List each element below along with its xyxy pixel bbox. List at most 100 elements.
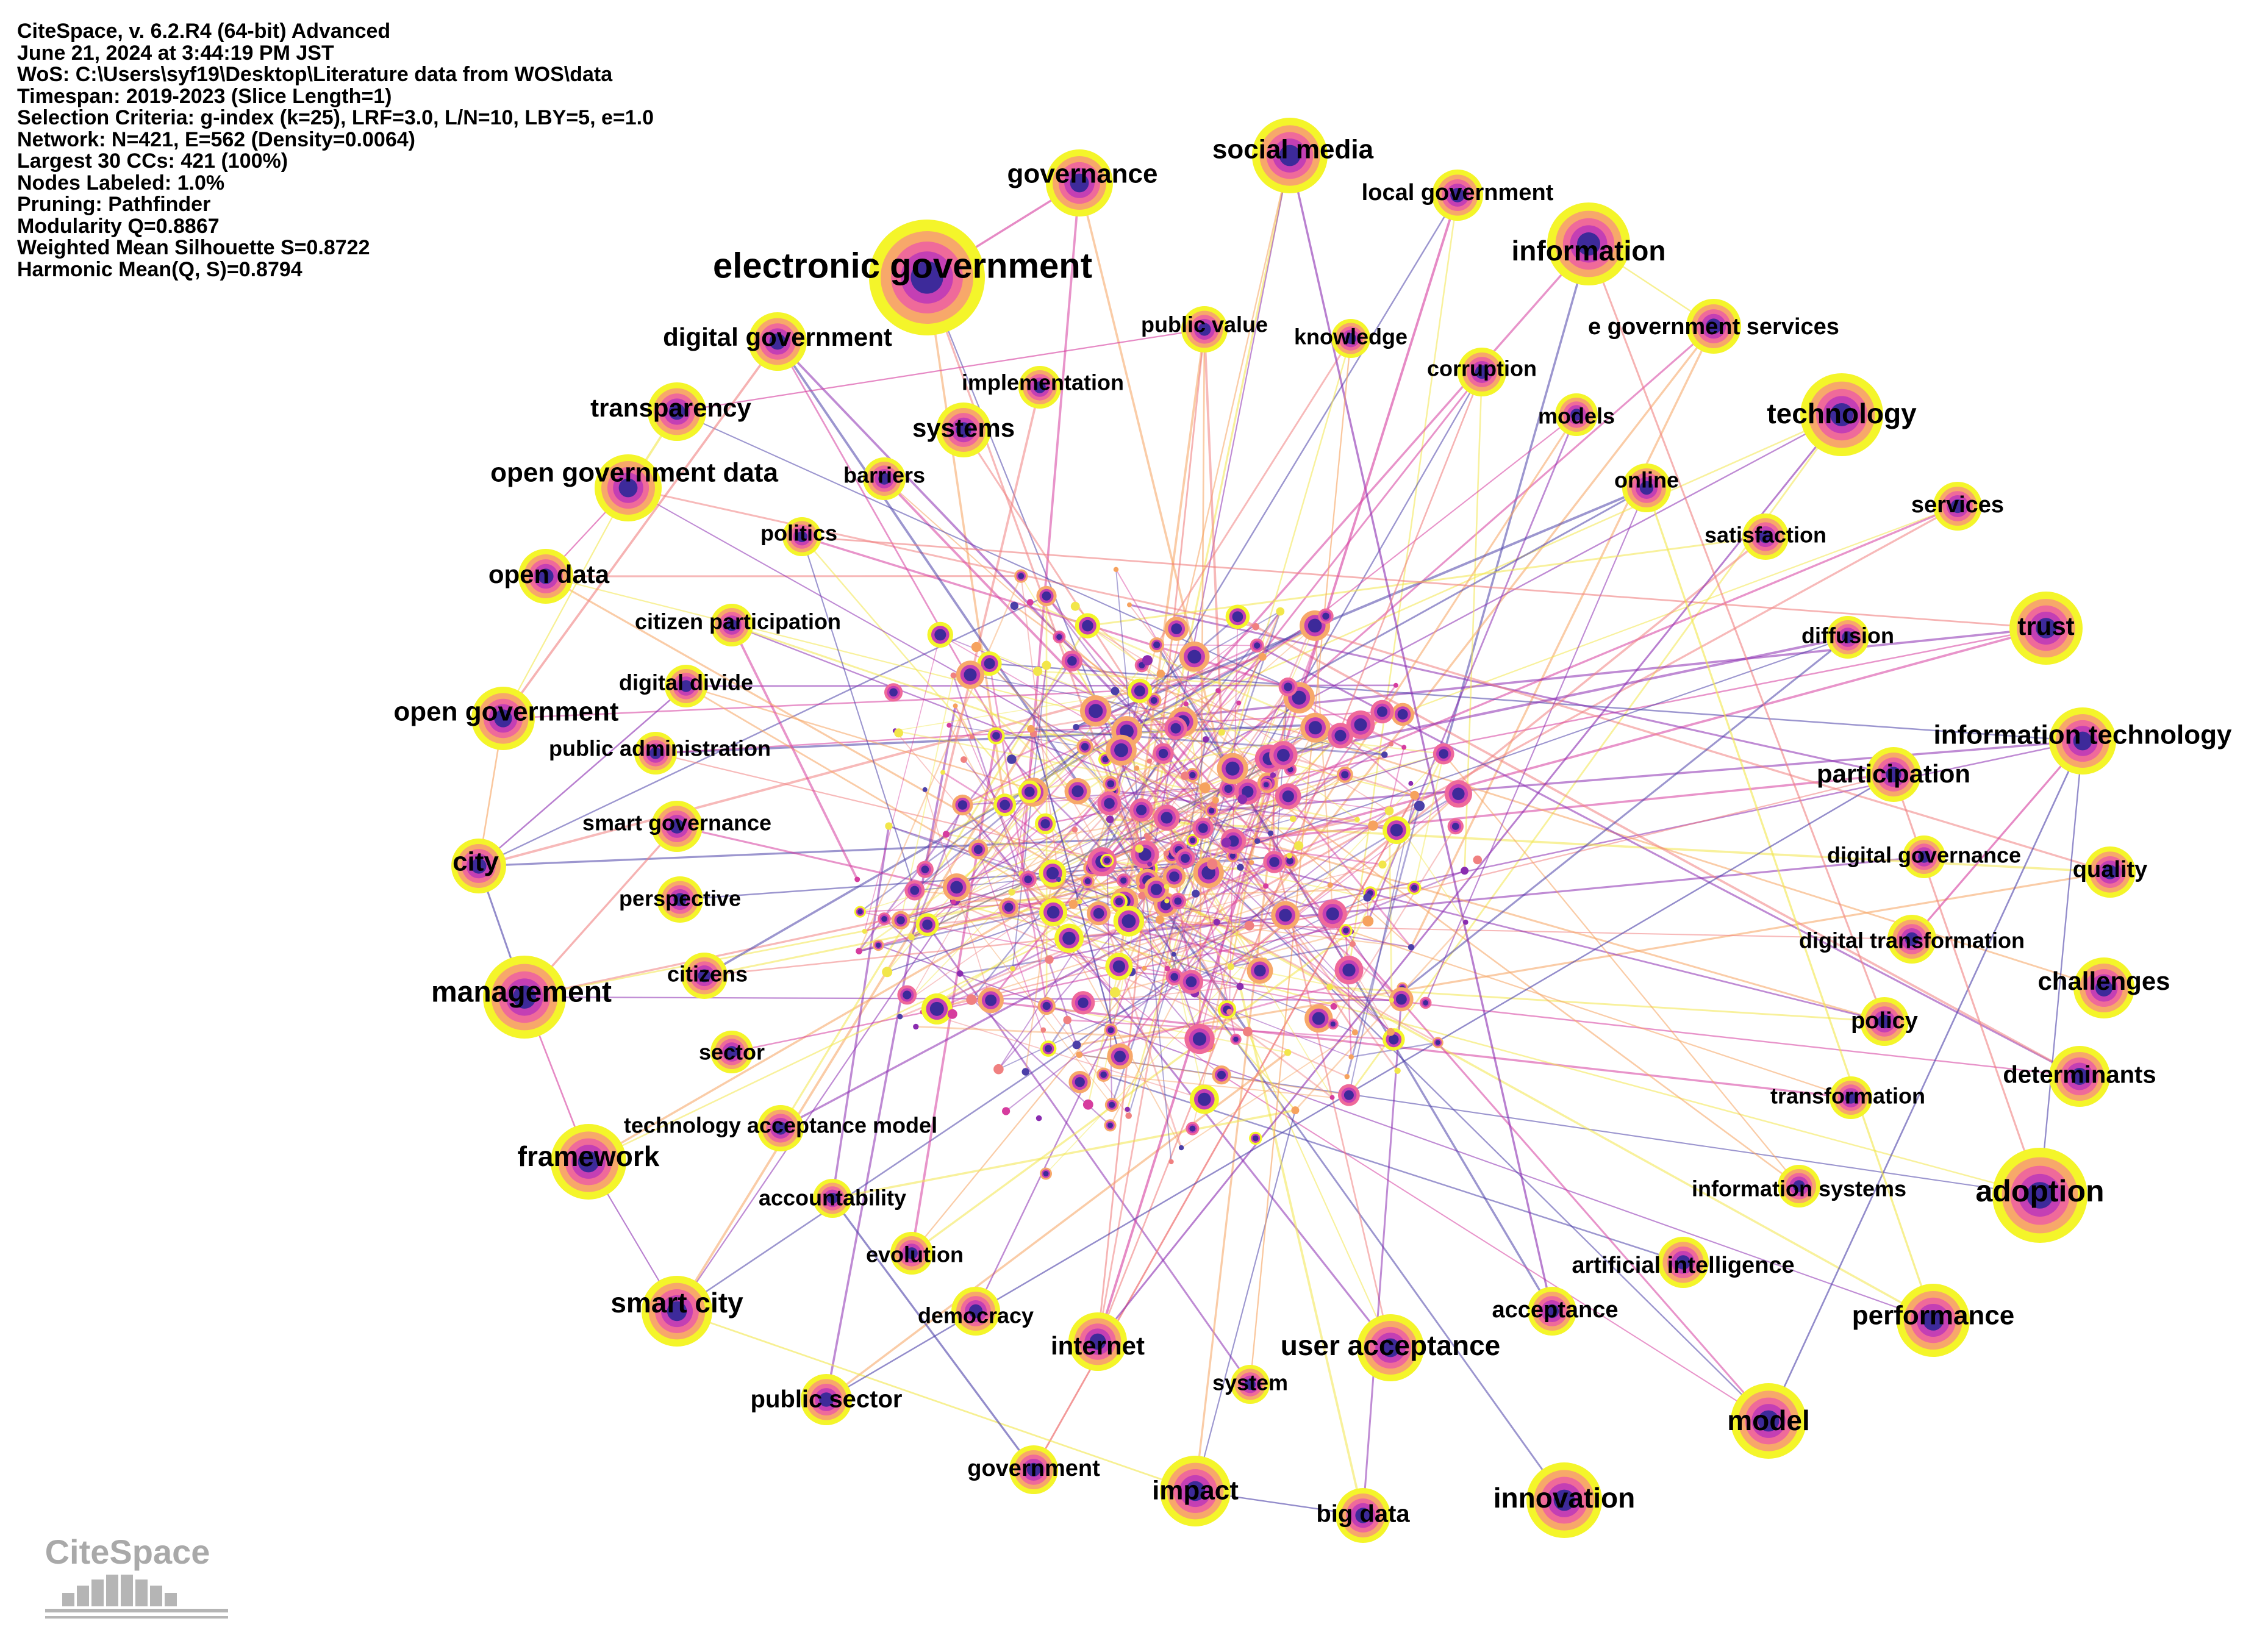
minor-keyword-node[interactable] bbox=[1125, 1112, 1132, 1119]
minor-keyword-node[interactable] bbox=[1225, 604, 1250, 629]
minor-keyword-node[interactable] bbox=[1073, 724, 1079, 731]
keyword-node-public-administration[interactable] bbox=[634, 732, 677, 775]
minor-keyword-node[interactable] bbox=[1348, 1054, 1354, 1060]
minor-keyword-node[interactable] bbox=[1087, 901, 1111, 926]
minor-keyword-node[interactable] bbox=[1054, 923, 1084, 953]
minor-keyword-node[interactable] bbox=[1329, 1095, 1335, 1100]
minor-keyword-node[interactable] bbox=[1290, 815, 1297, 823]
minor-keyword-node[interactable] bbox=[1040, 1040, 1057, 1057]
minor-keyword-node[interactable] bbox=[1217, 1000, 1237, 1019]
minor-keyword-node[interactable] bbox=[1104, 1098, 1119, 1112]
keyword-node-government[interactable] bbox=[1009, 1445, 1058, 1494]
minor-keyword-node[interactable] bbox=[1169, 893, 1187, 910]
keyword-node-local-government[interactable] bbox=[1432, 170, 1483, 221]
keyword-node-public-value[interactable] bbox=[1181, 306, 1228, 352]
minor-keyword-node[interactable] bbox=[854, 906, 866, 918]
minor-keyword-node[interactable] bbox=[1075, 613, 1100, 639]
keyword-node-open-government-data[interactable] bbox=[595, 454, 662, 521]
minor-keyword-node[interactable] bbox=[1394, 1067, 1401, 1075]
minor-keyword-node[interactable] bbox=[1072, 1040, 1081, 1050]
minor-keyword-node[interactable] bbox=[1113, 906, 1145, 937]
minor-keyword-node[interactable] bbox=[1227, 963, 1235, 970]
minor-keyword-node[interactable] bbox=[1213, 918, 1220, 926]
minor-keyword-node[interactable] bbox=[1362, 915, 1374, 927]
minor-keyword-node[interactable] bbox=[1097, 791, 1121, 815]
keyword-node-user-acceptance[interactable] bbox=[1357, 1314, 1424, 1381]
minor-keyword-node[interactable] bbox=[1042, 660, 1051, 670]
minor-keyword-node[interactable] bbox=[1275, 783, 1301, 810]
minor-keyword-node[interactable] bbox=[1036, 1115, 1042, 1122]
minor-keyword-node[interactable] bbox=[1349, 940, 1356, 947]
minor-keyword-node[interactable] bbox=[1064, 778, 1091, 805]
minor-keyword-node[interactable] bbox=[1291, 1106, 1300, 1115]
keyword-node-technology-acceptance-model[interactable] bbox=[757, 1105, 804, 1151]
keyword-node-trust[interactable] bbox=[2009, 592, 2083, 665]
minor-keyword-node[interactable] bbox=[1383, 816, 1411, 844]
keyword-node-diffusion[interactable] bbox=[1826, 616, 1869, 659]
minor-keyword-node[interactable] bbox=[1142, 655, 1153, 666]
minor-keyword-node[interactable] bbox=[1139, 883, 1145, 890]
minor-keyword-node[interactable] bbox=[1053, 630, 1066, 643]
minor-keyword-node[interactable] bbox=[1278, 677, 1298, 696]
minor-keyword-node[interactable] bbox=[952, 794, 973, 816]
minor-keyword-node[interactable] bbox=[1179, 970, 1204, 994]
minor-keyword-node[interactable] bbox=[1162, 865, 1186, 889]
minor-keyword-node[interactable] bbox=[1103, 776, 1119, 792]
minor-keyword-node[interactable] bbox=[1039, 898, 1068, 926]
minor-keyword-node[interactable] bbox=[978, 987, 1004, 1014]
minor-keyword-node[interactable] bbox=[1271, 901, 1300, 930]
keyword-node-transformation[interactable] bbox=[1830, 1076, 1872, 1119]
minor-keyword-node[interactable] bbox=[1040, 1027, 1046, 1033]
keyword-node-corruption[interactable] bbox=[1458, 348, 1506, 396]
keyword-node-democracy[interactable] bbox=[951, 1287, 1000, 1336]
minor-keyword-node[interactable] bbox=[1186, 834, 1200, 847]
keyword-node-transparency[interactable] bbox=[648, 382, 706, 441]
minor-keyword-node[interactable] bbox=[927, 621, 954, 648]
minor-keyword-node[interactable] bbox=[1389, 997, 1395, 1003]
minor-keyword-node[interactable] bbox=[1254, 838, 1261, 844]
keyword-node-perspective[interactable] bbox=[657, 876, 703, 923]
minor-keyword-node[interactable] bbox=[1171, 951, 1176, 957]
minor-keyword-node[interactable] bbox=[1033, 667, 1043, 676]
minor-keyword-node[interactable] bbox=[1243, 1026, 1253, 1037]
minor-keyword-node[interactable] bbox=[1138, 892, 1146, 900]
minor-keyword-node[interactable] bbox=[1269, 741, 1298, 770]
keyword-node-systems[interactable] bbox=[936, 402, 991, 457]
minor-keyword-node[interactable] bbox=[1368, 820, 1378, 831]
keyword-node-participation[interactable] bbox=[1866, 747, 1921, 802]
minor-keyword-node[interactable] bbox=[1378, 860, 1387, 869]
minor-keyword-node[interactable] bbox=[961, 756, 967, 763]
minor-keyword-node[interactable] bbox=[1370, 699, 1394, 724]
minor-keyword-node[interactable] bbox=[1178, 1145, 1184, 1151]
minor-keyword-node[interactable] bbox=[1236, 982, 1244, 990]
minor-keyword-node[interactable] bbox=[1249, 860, 1254, 865]
minor-keyword-node[interactable] bbox=[1318, 608, 1334, 624]
minor-keyword-node[interactable] bbox=[942, 873, 971, 901]
minor-keyword-node[interactable] bbox=[1263, 851, 1286, 873]
minor-keyword-node[interactable] bbox=[1040, 1167, 1052, 1180]
minor-keyword-node[interactable] bbox=[1244, 920, 1254, 931]
minor-keyword-node[interactable] bbox=[1237, 794, 1248, 804]
minor-keyword-node[interactable] bbox=[1326, 984, 1333, 990]
keyword-node-system[interactable] bbox=[1231, 1365, 1270, 1404]
minor-keyword-node[interactable] bbox=[1113, 567, 1119, 572]
minor-keyword-node[interactable] bbox=[1185, 768, 1200, 782]
minor-keyword-node[interactable] bbox=[993, 1064, 1004, 1075]
minor-keyword-node[interactable] bbox=[1014, 569, 1028, 583]
minor-keyword-node[interactable] bbox=[915, 913, 939, 937]
minor-keyword-node[interactable] bbox=[1149, 637, 1165, 653]
minor-keyword-node[interactable] bbox=[1037, 996, 1056, 1015]
minor-keyword-node[interactable] bbox=[1344, 1074, 1350, 1079]
minor-keyword-node[interactable] bbox=[1164, 717, 1187, 740]
minor-keyword-node[interactable] bbox=[1192, 817, 1214, 839]
minor-keyword-node[interactable] bbox=[908, 934, 915, 941]
keyword-node-smart-governance[interactable] bbox=[651, 801, 703, 852]
minor-keyword-node[interactable] bbox=[1068, 1071, 1091, 1093]
minor-keyword-node[interactable] bbox=[1339, 924, 1353, 937]
minor-keyword-node[interactable] bbox=[1027, 724, 1035, 733]
minor-keyword-node[interactable] bbox=[1236, 700, 1242, 706]
minor-keyword-node[interactable] bbox=[1018, 780, 1041, 804]
minor-keyword-node[interactable] bbox=[953, 703, 958, 709]
minor-keyword-node[interactable] bbox=[1080, 695, 1112, 727]
minor-keyword-node[interactable] bbox=[904, 880, 925, 901]
